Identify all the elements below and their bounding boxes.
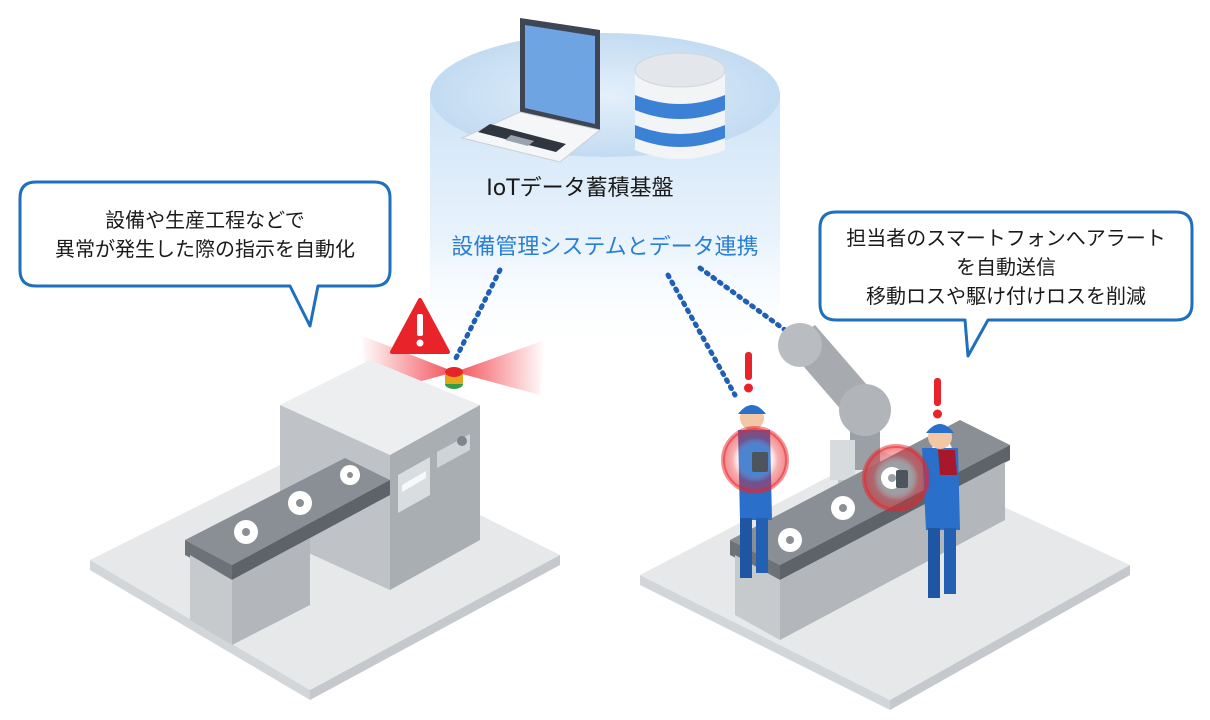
right-factory-scene: [640, 323, 1130, 710]
left-callout-line-2: 異常が発生した際の指示を自動化: [55, 237, 355, 261]
right-callout-line-2: を自動送信: [956, 255, 1056, 279]
right-callout-line-3: 移動ロスや駆け付けロスを削減: [866, 284, 1146, 308]
left-factory-scene: [90, 298, 560, 700]
worker-alert-ring: [862, 444, 930, 512]
right-callout-text: 担当者のスマートフォンへアラート を自動送信 移動ロスや駆け付けロスを削減: [822, 224, 1190, 311]
left-callout-text: 設備や生産工程などで 異常が発生した際の指示を自動化: [22, 206, 388, 264]
exclamation-icon: [744, 352, 753, 393]
right-callout-line-1: 担当者のスマートフォンへアラート: [846, 226, 1166, 250]
platform-title: IoTデータ蓄積基盤: [486, 176, 674, 201]
warning-icon: [390, 298, 450, 354]
data-link-lines: [452, 265, 788, 398]
signal-light: [445, 367, 463, 389]
data-link-label: 設備管理システムとデータ連携: [451, 235, 759, 260]
exclamation-icon: [933, 378, 942, 419]
laptop-icon: [460, 18, 602, 163]
worker-alert-ring: [721, 426, 789, 494]
robot-arm: [778, 323, 891, 500]
worker-with-smartphone: [896, 424, 960, 598]
database-icon: [634, 52, 726, 159]
left-callout-bubble: [18, 180, 392, 328]
right-callout-bubble: [818, 210, 1194, 358]
left-callout-line-1: 設備や生産工程などで: [105, 208, 305, 232]
